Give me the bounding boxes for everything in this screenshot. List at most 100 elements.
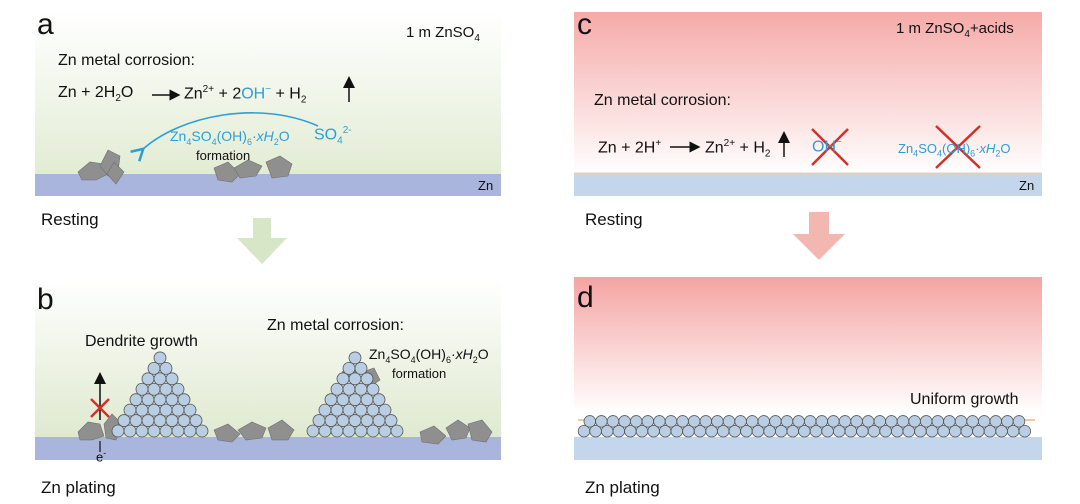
caption-resting-c: Resting (585, 210, 643, 229)
panel-a-zn-substrate (35, 174, 501, 196)
zn-deposit-sphere (630, 415, 643, 428)
panel-d-electrolyte (574, 277, 1042, 437)
zn-substrate-label-c: Zn (1019, 178, 1035, 193)
zn-deposit-sphere (804, 415, 817, 428)
zn-deposit-sphere (989, 415, 1003, 428)
zn-deposit-sphere (838, 415, 852, 428)
panel-letter-d: d (577, 281, 594, 314)
zn-deposit-sphere (117, 414, 131, 427)
zn-deposit-sphere (954, 415, 968, 428)
zn-deposit-sphere (641, 415, 655, 428)
zn-deposit-sphere (366, 424, 380, 438)
sulfate-curved-arrow (142, 112, 319, 150)
zn-deposit-sphere (159, 382, 173, 396)
zn-deposit-sphere (171, 424, 185, 438)
zn-deposit-sphere (348, 393, 362, 407)
zn-deposit-sphere (195, 424, 209, 438)
panel-b-zn-substrate (35, 437, 501, 460)
zn-deposit-sphere (780, 415, 794, 428)
reaction-products-c: Zn2+ + H2 (705, 138, 771, 160)
zn-deposit-sphere (165, 372, 179, 386)
panel-c-zn-substrate (574, 174, 1042, 196)
zn-deposit-sphere (827, 415, 840, 428)
panel-d-zn-substrate (574, 437, 1042, 460)
uniform-growth-label: Uniform growth (910, 391, 1019, 408)
arrow-a-to-b (237, 218, 287, 264)
zn-deposit-sphere (312, 414, 326, 427)
zn-deposit-sphere (153, 351, 167, 365)
electron-label: e- (96, 448, 107, 465)
zn-deposit-sphere (177, 393, 191, 407)
zn-deposit-sphere (177, 414, 191, 427)
product-cross (935, 125, 981, 169)
zn-deposit-sphere (324, 414, 338, 427)
zn-deposit-sphere (129, 393, 143, 407)
dendrite-pile-right (306, 351, 404, 438)
zn-deposit-sphere (159, 361, 173, 375)
product-label-c: Zn4SO4(OH)6·xH2O (898, 141, 1011, 159)
zn-deposit-sphere (378, 424, 392, 438)
zn-deposit-sphere (850, 415, 863, 428)
corrosion-title-a: Zn metal corrosion: (58, 52, 195, 69)
zn-deposit-sphere (390, 424, 404, 438)
formation-label-b: formation (392, 366, 447, 381)
zn-deposit-sphere (171, 382, 185, 396)
panel-b-electrolyte (35, 279, 501, 437)
zn-deposit-sphere (159, 403, 173, 417)
zn-deposit-sphere (931, 415, 945, 428)
zn-deposit-sphere (885, 415, 898, 428)
zn-deposit-sphere (360, 393, 374, 407)
product-label-b: Zn4SO4(OH)6·xH2O (369, 346, 489, 365)
formation-label-a: formation (196, 148, 251, 163)
zn-deposit-sphere (688, 415, 701, 428)
dendrite-pile-left (111, 351, 209, 438)
oh-label-c: OH− (812, 137, 842, 156)
zn-deposit-sphere (183, 424, 197, 438)
zn-deposit-sphere (171, 403, 185, 417)
zn-deposit-sphere (676, 415, 689, 428)
reaction-products-a: Zn2+ + 2OH− + H2 (184, 84, 307, 106)
zn-deposit-sphere (141, 372, 155, 386)
zn-deposit-sphere (354, 424, 368, 438)
zn-deposit-sphere (318, 403, 332, 417)
zn-deposit-sphere (360, 414, 374, 427)
zn-deposit-sphere (653, 415, 666, 428)
zn-deposit-sphere (111, 424, 125, 438)
zn-deposit-sphere (147, 382, 161, 396)
zn-deposit-sphere (165, 414, 179, 427)
zn-deposit-sphere (159, 424, 173, 438)
zn-deposit-sphere (354, 382, 368, 396)
caption-resting-a: Resting (41, 210, 99, 229)
zn-deposit-sphere (873, 415, 887, 428)
zn-deposit-sphere (324, 393, 338, 407)
electrolyte-label-c: 1 m ZnSO4+acids (896, 20, 1014, 40)
zn-deposit-sphere (384, 414, 398, 427)
zn-deposit-sphere (147, 403, 161, 417)
zn-deposit-sphere (336, 393, 350, 407)
corrosion-title-b: Zn metal corrosion: (267, 317, 404, 334)
zn-substrate-label-a: Zn (478, 178, 494, 193)
zn-deposit-sphere (896, 415, 910, 428)
zn-deposit-sphere (165, 393, 179, 407)
zn-deposit-sphere (1012, 415, 1026, 428)
zn-deposit-sphere (330, 403, 344, 417)
panel-c-electrolyte (574, 12, 1042, 174)
zn-deposit-sphere (342, 382, 356, 396)
zn-deposit-sphere (792, 415, 805, 428)
zn-deposit-sphere (135, 382, 149, 396)
zn-deposit-sphere (141, 393, 155, 407)
zn-deposit-sphere (372, 414, 386, 427)
zn-deposit-sphere (348, 372, 362, 386)
panel-a-electrolyte (35, 12, 501, 174)
dendrite-cross (90, 398, 110, 418)
zn-deposit-sphere (153, 414, 167, 427)
zn-deposit-sphere (336, 414, 350, 427)
zn-deposit-sphere (348, 414, 362, 427)
zn-deposit-sphere (366, 403, 380, 417)
reaction-equation-c: Zn + 2H+ (598, 138, 662, 157)
panel-letter-a: a (37, 8, 54, 41)
zn-deposit-sphere (966, 415, 979, 428)
zn-deposit-sphere (711, 415, 724, 428)
zn-deposit-sphere (147, 424, 161, 438)
